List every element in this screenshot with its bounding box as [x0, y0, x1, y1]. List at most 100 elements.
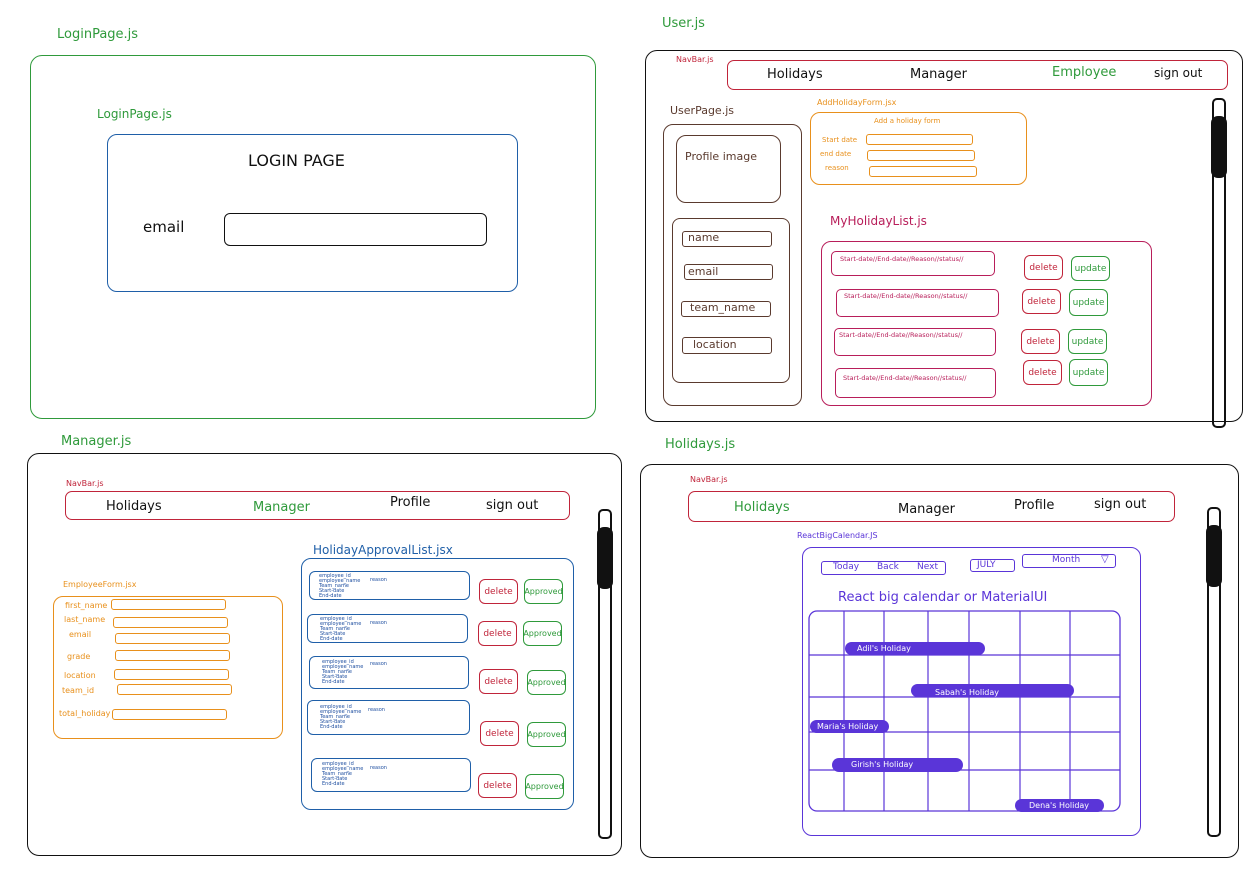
profile-image — [676, 135, 781, 203]
holidays-frame — [640, 464, 1239, 858]
approval-card — [311, 758, 471, 792]
holidays-nav-holidays[interactable]: Holidays — [734, 500, 790, 515]
holiday-row — [834, 328, 996, 356]
employee-form — [53, 596, 283, 739]
update-button[interactable]: update — [1069, 359, 1108, 386]
approved-button[interactable]: Approved — [523, 621, 562, 646]
delete-button[interactable]: delete — [479, 669, 518, 694]
calendar-event[interactable] — [845, 642, 985, 655]
calendar-event-label: Adil's Holiday — [857, 644, 911, 653]
approval-card-details: employee_id employee_name Team_name Star… — [322, 761, 364, 787]
manager-nav-signout[interactable]: sign out — [486, 498, 539, 513]
update-button[interactable]: update — [1069, 289, 1108, 316]
delete-button[interactable]: delete — [480, 721, 519, 746]
email-input[interactable] — [115, 633, 230, 644]
end-date-input[interactable] — [867, 150, 975, 161]
login-title: LOGIN PAGE — [248, 151, 345, 170]
calendar-title: React big calendar or MaterialUI — [838, 590, 1048, 605]
holidays-navbar-label: NavBar.js — [690, 475, 728, 484]
delete-button[interactable]: delete — [1021, 329, 1060, 354]
grade-label: grade — [67, 652, 91, 661]
today-button[interactable]: Today — [833, 562, 860, 572]
holiday-row-text: Start-date//End-date//Reason//status// — [843, 374, 967, 382]
email-input[interactable] — [224, 213, 487, 246]
holiday-row-text: Start-date//End-date//Reason//status// — [840, 255, 964, 263]
manager-nav-manager[interactable]: Manager — [253, 500, 310, 515]
last-name-input[interactable] — [113, 617, 228, 628]
user-frame-label: User.js — [662, 16, 705, 31]
view-select[interactable] — [1022, 554, 1116, 568]
manager-nav-holidays[interactable]: Holidays — [106, 499, 162, 514]
delete-button[interactable]: delete — [479, 579, 518, 604]
delete-button[interactable]: delete — [1022, 289, 1061, 314]
update-button[interactable]: update — [1071, 256, 1110, 281]
start-date-input[interactable] — [866, 134, 973, 145]
total-holiday-input[interactable] — [112, 709, 227, 720]
approval-card-reason: reason — [370, 620, 387, 626]
reason-input[interactable] — [869, 166, 977, 177]
manager-nav-profile[interactable]: Profile — [390, 495, 431, 510]
manager-scroll-thumb[interactable] — [597, 527, 613, 589]
chevron-down-icon: ▽ — [1101, 554, 1109, 565]
next-button[interactable]: Next — [917, 562, 938, 572]
user-scroll-thumb[interactable] — [1211, 116, 1227, 178]
user-scrollbar[interactable] — [1211, 98, 1227, 428]
team-name-field[interactable] — [681, 301, 771, 317]
calendar-event[interactable] — [1015, 799, 1104, 812]
calendar-event-label: Maria's Holiday — [817, 722, 879, 731]
email-field-label: email — [688, 265, 719, 278]
profile-image-label: Profile image — [685, 150, 757, 163]
back-button[interactable]: Back — [877, 562, 899, 572]
approved-button[interactable]: Approved — [527, 722, 566, 747]
total-holiday-label: total_holiday — [59, 709, 111, 718]
holidays-navbar — [688, 491, 1175, 522]
login-inner-label: LoginPage.js — [97, 107, 172, 121]
calendar-event[interactable] — [810, 720, 889, 733]
delete-button[interactable]: delete — [478, 621, 517, 646]
holidays-nav-signout[interactable]: sign out — [1094, 497, 1147, 512]
holidays-frame-label: Holidays.js — [665, 437, 736, 452]
approval-card — [307, 614, 468, 643]
location-input[interactable] — [114, 669, 229, 680]
grade-input[interactable] — [115, 650, 230, 661]
update-button[interactable]: update — [1068, 329, 1107, 354]
holidays-scroll-thumb[interactable] — [1206, 525, 1222, 587]
profile-fields-panel — [672, 218, 790, 383]
holidays-scrollbar[interactable] — [1206, 507, 1222, 837]
add-holiday-form — [810, 112, 1027, 185]
team-id-input[interactable] — [117, 684, 232, 695]
user-nav-signout[interactable]: sign out — [1154, 66, 1203, 80]
reason-label: reason — [825, 164, 849, 172]
manager-frame — [27, 453, 622, 856]
add-holiday-form-title: Add a holiday form — [874, 117, 941, 125]
my-holiday-list — [821, 241, 1152, 406]
holiday-row — [836, 289, 999, 317]
delete-button[interactable]: delete — [1024, 255, 1063, 280]
holidays-nav-profile[interactable]: Profile — [1014, 498, 1055, 513]
user-nav-manager[interactable]: Manager — [910, 67, 967, 82]
location-label: location — [64, 671, 96, 680]
approval-card-reason: reason — [370, 765, 387, 771]
approved-button[interactable]: Approved — [525, 774, 564, 799]
name-field-label: name — [688, 231, 720, 244]
holidays-nav-manager[interactable]: Manager — [898, 502, 955, 517]
user-nav-holidays[interactable]: Holidays — [767, 67, 823, 82]
email-label: email — [69, 630, 92, 639]
approved-button[interactable]: Approved — [527, 670, 566, 695]
calendar-event[interactable] — [832, 758, 963, 772]
approved-button[interactable]: Approved — [524, 579, 563, 604]
first-name-input[interactable] — [111, 599, 226, 610]
userpage-label: UserPage.js — [670, 104, 734, 117]
email-field[interactable] — [684, 264, 773, 280]
holiday-row — [835, 368, 996, 398]
view-select-value: Month — [1052, 555, 1081, 565]
approval-card-details: employee_id employee_name Team_name Star… — [322, 659, 364, 685]
location-field[interactable] — [682, 337, 772, 354]
manager-scrollbar[interactable] — [597, 509, 613, 839]
user-nav-employee[interactable]: Employee — [1052, 65, 1117, 80]
calendar-event[interactable] — [911, 684, 1074, 697]
delete-button[interactable]: delete — [478, 773, 517, 798]
calendar-toolbar — [821, 561, 946, 575]
delete-button[interactable]: delete — [1023, 360, 1062, 385]
name-field[interactable] — [682, 231, 772, 247]
